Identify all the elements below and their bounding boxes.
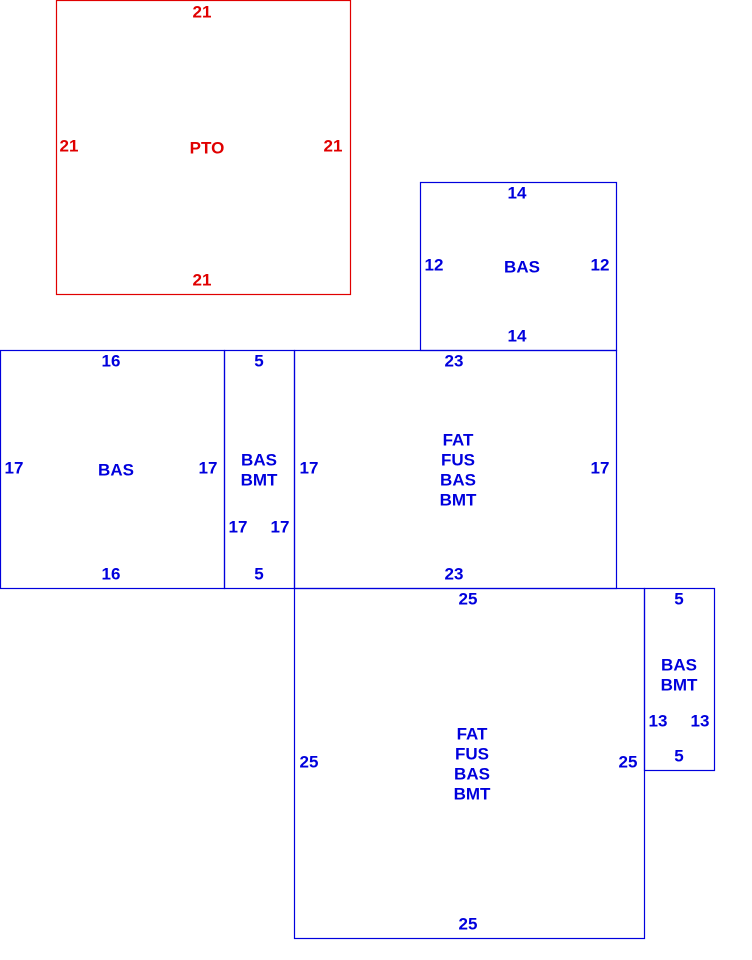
- dim-top: 5: [254, 351, 263, 370]
- dim-left: 17: [300, 458, 319, 477]
- dim-bottom: 14: [508, 326, 527, 345]
- area-outline: [643, 587, 716, 772]
- dim-bottom: 23: [445, 564, 464, 583]
- dim-top: 21: [193, 2, 212, 21]
- area-bas-bmt-right: 5 5 13 13 BAS BMT: [643, 587, 716, 772]
- area-label: PTO: [190, 138, 225, 157]
- dim-right: 17: [591, 458, 610, 477]
- area-label: FAT: [443, 430, 474, 449]
- area-bas-left: 16 16 17 17 BAS: [0, 349, 226, 590]
- area-label: BAS: [504, 257, 540, 276]
- area-fat-lower: 25 25 25 25 FAT FUS BAS BMT: [293, 587, 646, 940]
- dim-left: 12: [425, 255, 444, 274]
- dim-left: 25: [300, 752, 319, 771]
- area-label: BAS: [661, 655, 697, 674]
- dim-left: 13: [649, 711, 668, 730]
- dim-left: 17: [229, 517, 248, 536]
- dim-right: 12: [591, 255, 610, 274]
- area-label: BMT: [440, 490, 477, 509]
- dim-bottom: 5: [674, 746, 683, 765]
- dim-left: 21: [60, 136, 79, 155]
- dim-top: 14: [508, 183, 527, 202]
- dim-right: 17: [199, 458, 218, 477]
- dim-top: 23: [445, 351, 464, 370]
- dim-bottom: 16: [102, 564, 121, 583]
- area-fat-middle: 23 23 17 17 FAT FUS BAS BMT: [293, 349, 618, 590]
- dim-left: 17: [5, 458, 24, 477]
- dim-bottom: 25: [459, 914, 478, 933]
- area-label: BMT: [454, 784, 491, 803]
- area-pto: 21 21 21 21 PTO: [55, 0, 352, 296]
- dim-right: 21: [324, 136, 343, 155]
- area-outline: [55, 0, 352, 296]
- dim-bottom: 5: [254, 564, 263, 583]
- dim-right: 17: [271, 517, 290, 536]
- dim-right: 25: [619, 752, 638, 771]
- area-label: FAT: [457, 724, 488, 743]
- area-label: FUS: [455, 744, 489, 763]
- dim-top: 5: [674, 589, 683, 608]
- dim-top: 16: [102, 351, 121, 370]
- area-label: BAS: [98, 460, 134, 479]
- dim-top: 25: [459, 589, 478, 608]
- area-label: BAS: [440, 470, 476, 489]
- dim-right: 13: [691, 711, 710, 730]
- area-label: FUS: [441, 450, 475, 469]
- area-label: BMT: [241, 470, 278, 489]
- dim-bottom: 21: [193, 270, 212, 289]
- area-label: BAS: [454, 764, 490, 783]
- area-label: BAS: [241, 450, 277, 469]
- area-bas-upper: 14 14 12 12 BAS: [419, 181, 618, 352]
- area-label: BMT: [661, 675, 698, 694]
- area-bas-bmt-narrow: 5 5 17 17 BAS BMT: [223, 349, 296, 590]
